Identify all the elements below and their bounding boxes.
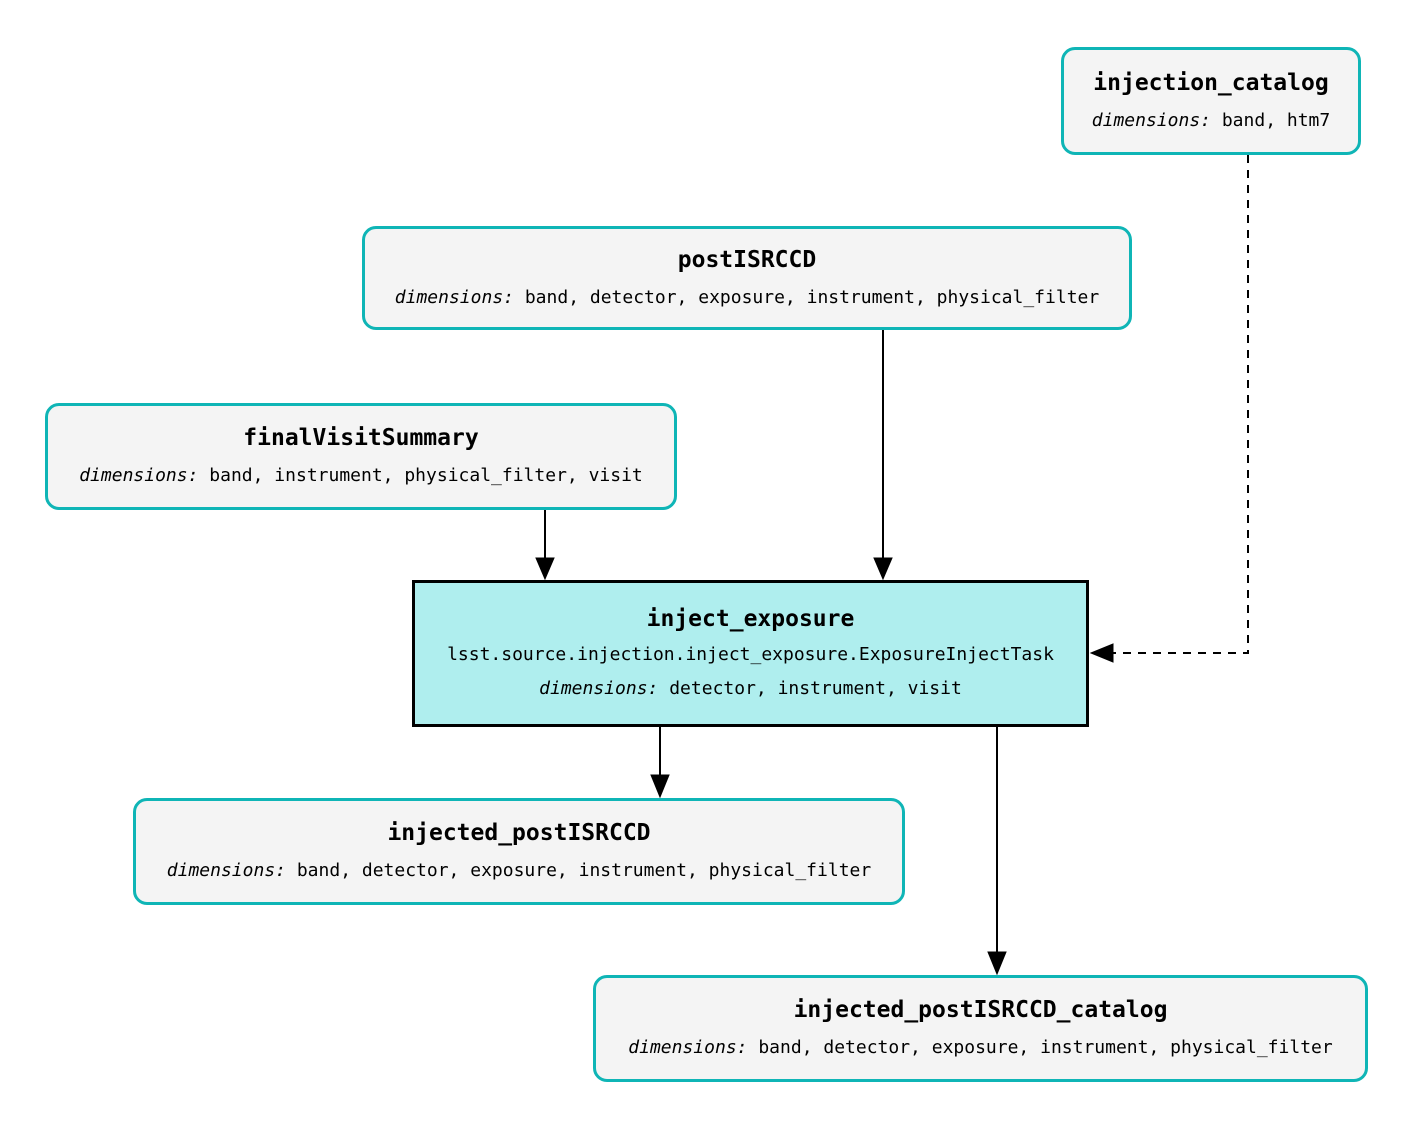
node-dimensions: dimensions: detector, instrument, visit <box>539 678 962 700</box>
dimensions-label: dimensions: <box>628 1037 748 1059</box>
node-dimensions: dimensions: band, detector, exposure, in… <box>628 1037 1333 1059</box>
node-dimensions: dimensions: band, detector, exposure, in… <box>394 286 1100 309</box>
dimensions-label: dimensions: <box>166 860 286 882</box>
node-postisrccd: postISRCCD dimensions: band, detector, e… <box>362 226 1132 330</box>
node-title: injected_postISRCCD <box>387 820 651 846</box>
arrowhead-down-icon <box>650 774 670 799</box>
dimensions-value: band, instrument, physical_filter, visit <box>209 465 643 487</box>
node-title: inject_exposure <box>646 606 855 633</box>
edge-injection-catalog-to-inject-exposure <box>1089 155 1249 663</box>
task-class: lsst.source.injection.inject_exposure.Ex… <box>447 644 1054 666</box>
arrowhead-down-icon <box>873 557 893 581</box>
node-dimensions: dimensions: band, htm7 <box>1091 109 1331 132</box>
node-dimensions: dimensions: band, detector, exposure, in… <box>166 860 872 882</box>
node-title: injected_postISRCCD_catalog <box>793 997 1168 1023</box>
edge-postisrccd-to-inject-exposure <box>873 330 893 581</box>
edge-inject-exposure-to-injected-postisrccd-catalog <box>987 727 1007 976</box>
edge-finalvisitsummary-to-inject-exposure <box>535 510 555 581</box>
dimensions-value: band, htm7 <box>1221 109 1331 131</box>
edge-inject-exposure-to-injected-postisrccd <box>650 727 670 799</box>
node-injected-postisrccd: injected_postISRCCD dimensions: band, de… <box>133 798 905 905</box>
node-injection-catalog: injection_catalog dimensions: band, htm7 <box>1061 47 1361 155</box>
node-inject-exposure-task: inject_exposure lsst.source.injection.in… <box>412 580 1089 727</box>
dimensions-value: band, detector, exposure, instrument, ph… <box>758 1037 1333 1059</box>
dimensions-label: dimensions: <box>79 465 199 487</box>
node-injected-postisrccd-catalog: injected_postISRCCD_catalog dimensions: … <box>593 975 1368 1082</box>
arrowhead-left-icon <box>1089 643 1114 663</box>
dimensions-value: band, detector, exposure, instrument, ph… <box>524 286 1100 308</box>
dimensions-label: dimensions: <box>394 286 514 308</box>
dimensions-label: dimensions: <box>539 678 659 700</box>
node-title: injection_catalog <box>1093 69 1329 96</box>
node-finalvisitsummary: finalVisitSummary dimensions: band, inst… <box>45 403 677 510</box>
dimensions-value: band, detector, exposure, instrument, ph… <box>296 860 872 882</box>
arrowhead-down-icon <box>535 557 555 581</box>
node-dimensions: dimensions: band, instrument, physical_f… <box>79 465 643 487</box>
dimensions-value: detector, instrument, visit <box>669 678 962 700</box>
arrowhead-down-icon <box>987 951 1007 976</box>
node-title: finalVisitSummary <box>243 425 479 451</box>
node-title: postISRCCD <box>677 246 817 273</box>
dimensions-label: dimensions: <box>1091 109 1211 131</box>
